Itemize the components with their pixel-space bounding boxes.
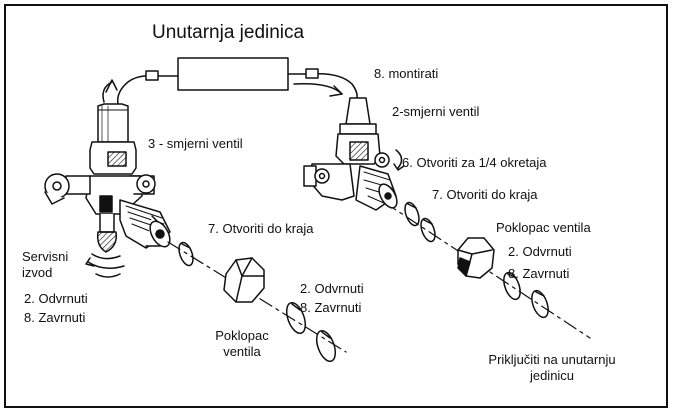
service-port-label-line1: Servisni bbox=[22, 249, 69, 264]
left-cap-step-unscrew: 2. Odvrnuti bbox=[300, 281, 364, 296]
service-port bbox=[85, 213, 125, 278]
right-cap-step-tighten: 8. Zavrnuti bbox=[508, 266, 570, 281]
two-way-valve-label: 2-smjerni ventil bbox=[392, 104, 480, 119]
quarter-turn-label: 6. Otvoriti za 1/4 okretaja bbox=[402, 155, 547, 170]
three-way-valve-label: 3 - smjerni ventil bbox=[148, 136, 243, 151]
left-cap-step-tighten: 8. Zavrnuti bbox=[300, 300, 362, 315]
diagram-frame bbox=[4, 4, 668, 408]
left-cap-label-line1: Poklopac bbox=[215, 328, 269, 343]
axis-lines bbox=[167, 201, 591, 353]
service-port-step-tighten: 8. Zavrnuti bbox=[24, 310, 86, 325]
left-cap-label-line2: ventila bbox=[223, 344, 261, 359]
two-way-valve bbox=[303, 97, 405, 211]
right-valve-cap bbox=[404, 201, 549, 319]
connect-indoor-label-line2: jedinicu bbox=[529, 368, 575, 383]
left-valve-cap bbox=[178, 241, 337, 363]
left-open-fully-label: 7. Otvoriti do kraja bbox=[208, 221, 314, 236]
indoor-unit-box bbox=[177, 57, 289, 91]
mount-label: 8. montirati bbox=[374, 66, 439, 81]
diagram-title: Unutarnja jedinica bbox=[152, 22, 305, 43]
connecting-tubes bbox=[102, 68, 358, 105]
right-cap-step-unscrew: 2. Odvrnuti bbox=[508, 244, 572, 259]
right-open-fully-label: 7. Otvoriti do kraja bbox=[432, 187, 538, 202]
three-way-valve bbox=[44, 103, 171, 249]
service-port-label-line2: izvod bbox=[22, 265, 53, 280]
connect-indoor-label-line1: Priključiti na unutarnju bbox=[488, 352, 616, 367]
right-cap-label: Poklopac ventila bbox=[496, 220, 591, 235]
service-port-step-unscrew: 2. Odvrnuti bbox=[24, 291, 88, 306]
